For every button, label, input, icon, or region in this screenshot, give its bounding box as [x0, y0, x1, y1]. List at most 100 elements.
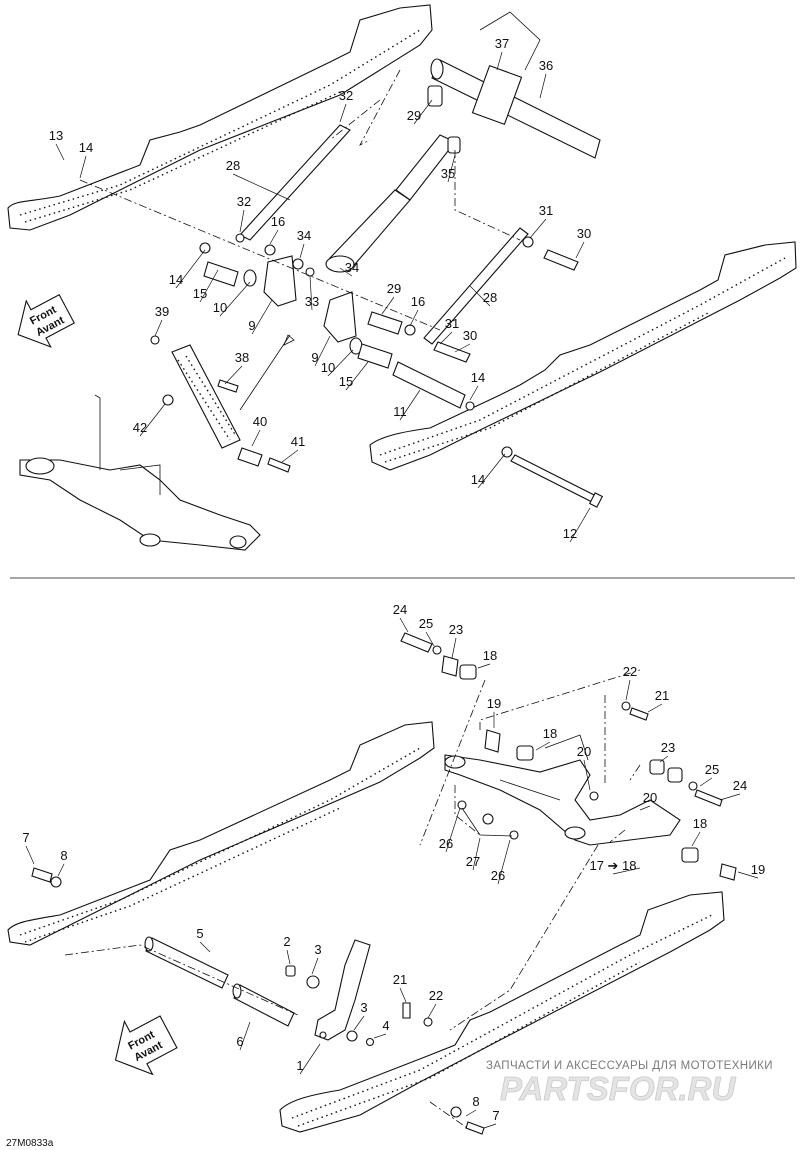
top-callout-7: 28 [226, 158, 240, 173]
top-leader-line-7 [232, 173, 291, 201]
bottom-callout-9: 23 [661, 740, 675, 755]
top-callout-12: 30 [577, 226, 591, 241]
top-callout-23: 31 [445, 316, 459, 331]
small-parts-top [150, 85, 579, 411]
rear-shock-absorber [325, 134, 456, 273]
top-callout-32: 40 [253, 414, 267, 429]
linkage-rod-right [423, 227, 529, 345]
bottom-leader-line-12 [639, 805, 651, 811]
top-leader-line-2 [339, 103, 347, 123]
bottom-leader-line-28 [239, 1021, 251, 1051]
bottom-leader-line-2 [451, 637, 457, 659]
top-leader-line-15 [219, 281, 251, 317]
top-callout-25: 9 [311, 350, 318, 365]
bottom-callout-2: 23 [449, 622, 463, 637]
bottom-callout-8: 20 [577, 744, 591, 759]
top-leader-line-9 [269, 229, 279, 245]
top-leader-line-17 [339, 267, 353, 277]
bottom-callout-19: 17 ➔ 18 [589, 858, 636, 873]
top-leader-line-14 [199, 269, 219, 303]
top-callout-27: 38 [235, 350, 249, 365]
bottom-leader-line-19 [612, 867, 641, 875]
bottom-leader-line-23 [311, 957, 319, 975]
bottom-callout-29: 1 [296, 1058, 303, 1073]
bottom-leader-line-13 [691, 831, 701, 847]
top-callout-22: 39 [155, 304, 169, 319]
top-leader-line-10 [299, 243, 305, 259]
axle-tube-5 [144, 936, 229, 989]
top-callout-4: 13 [49, 128, 63, 143]
top-leader-line-0 [496, 51, 503, 71]
bottom-leader-line-24 [399, 987, 407, 1003]
top-callout-31: 42 [133, 420, 147, 435]
bottom-callout-31: 7 [492, 1108, 499, 1123]
top-leader-line-3 [413, 99, 433, 125]
top-leader-line-13 [175, 249, 206, 289]
bottom-callout-14: 7 [22, 830, 29, 845]
top-leader-line-27 [224, 365, 243, 385]
bottom-leader-line-9 [659, 755, 669, 763]
rear-swing-arm [444, 734, 681, 846]
top-leader-line-24 [454, 343, 471, 353]
bottom-leader-line-18 [497, 839, 511, 885]
bottom-leader-line-7 [535, 741, 551, 751]
top-callout-34: 14 [471, 472, 485, 487]
bottom-callout-18: 26 [491, 868, 505, 883]
bottom-leader-line-25 [427, 1003, 437, 1019]
bottom-callout-23: 3 [314, 942, 321, 957]
top-callout-10: 34 [297, 228, 311, 243]
bottom-leader-line-15 [57, 863, 65, 877]
top-leader-line-21 [251, 299, 273, 335]
top-callout-18: 29 [387, 281, 401, 296]
bottom-leader-line-22 [286, 949, 291, 965]
top-leader-line-23 [439, 331, 453, 345]
top-leader-line-25 [314, 335, 331, 367]
top-callout-16: 33 [305, 294, 319, 309]
bottom-leader-line-3 [477, 663, 491, 669]
watermark-tagline: ЗАПЧАСТИ И АКСЕССУАРЫ ДЛЯ МОТОТЕХНИКИ [486, 1060, 773, 1072]
top-leader-line-26 [327, 349, 354, 377]
bottom-callout-0: 24 [393, 602, 407, 617]
top-callout-14: 15 [193, 286, 207, 301]
bottom-leader-line-0 [399, 617, 409, 633]
bottom-leader-line-11 [719, 793, 741, 801]
bottom-leader-line-30 [465, 1109, 477, 1117]
top-callout-1: 36 [539, 58, 553, 73]
bottom-leader-line-1 [425, 631, 435, 647]
top-leader-line-20 [469, 285, 491, 307]
bottom-leader-line-14 [25, 845, 35, 865]
top-leader-line-8 [239, 209, 245, 233]
top-leader-line-18 [381, 296, 395, 315]
top-leader-line-22 [154, 319, 163, 337]
bottom-callout-7: 18 [543, 726, 557, 741]
bottom-leader-line-31 [483, 1123, 497, 1129]
top-leader-line-35 [569, 507, 591, 543]
bottom-callout-12: 20 [643, 790, 657, 805]
top-leader-line-4 [55, 143, 65, 161]
watermark-brand: PARTSFOR.RU [500, 1070, 736, 1107]
top-leader-line-34 [477, 453, 506, 489]
right-slide-rail-bottom [279, 891, 725, 1133]
bottom-callout-6: 19 [487, 696, 501, 711]
top-callout-28: 15 [339, 374, 353, 389]
bottom-leader-line-5 [647, 703, 663, 713]
bottom-callout-20: 19 [751, 862, 765, 877]
top-leader-line-16 [309, 275, 313, 311]
top-leader-line-6 [447, 154, 456, 183]
top-callout-29: 14 [471, 370, 485, 385]
bottom-callout-10: 25 [705, 762, 719, 777]
bottom-leader-line-4 [625, 679, 631, 701]
top-callout-9: 16 [271, 214, 285, 229]
front-direction-arrow-top: Front Avant [17, 293, 75, 348]
small-parts-bottom [31, 632, 737, 1135]
top-callout-5: 14 [79, 140, 93, 155]
bottom-leader-line-26 [353, 1015, 365, 1031]
top-leader-line-28 [345, 361, 369, 391]
top-leader-line-5 [79, 155, 87, 179]
top-leader-line-30 [399, 389, 421, 421]
long-bolt-12 [501, 446, 604, 508]
top-callout-24: 30 [463, 328, 477, 343]
top-callout-3: 29 [407, 108, 421, 123]
